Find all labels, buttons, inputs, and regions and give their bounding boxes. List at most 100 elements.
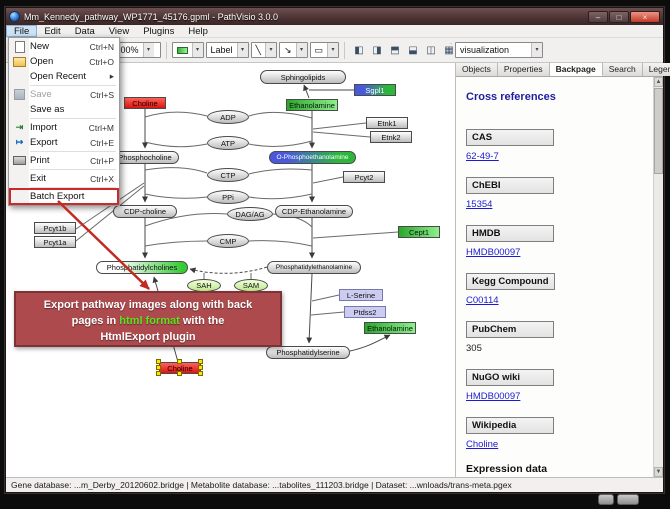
window-title: Mm_Kennedy_pathway_WP1771_45176.gpml - P…	[24, 11, 278, 22]
pathway-node-pcyt2[interactable]: Pcyt2	[343, 171, 385, 183]
tab-backpage[interactable]: Backpage	[549, 63, 603, 76]
menu-edit[interactable]: Edit	[44, 26, 61, 37]
titlebar[interactable]: Mm_Kennedy_pathway_WP1771_45176.gpml - P…	[6, 8, 663, 25]
xref-link[interactable]: 15354	[466, 199, 493, 210]
xref-link[interactable]: HMDB00097	[466, 391, 521, 402]
chevron-down-icon[interactable]: ▾	[531, 43, 542, 57]
menu-data[interactable]: Data	[74, 26, 95, 37]
scroll-down-icon[interactable]: ▼	[654, 467, 663, 477]
pathway-node-etnk2[interactable]: Etnk2	[370, 131, 412, 143]
maximize-button[interactable]: □	[609, 10, 629, 23]
chevron-down-icon[interactable]: ▾	[295, 43, 307, 57]
pathway-node-pcyt1b[interactable]: Pcyt1b	[34, 222, 76, 234]
pathway-node-phosphatidylcholines[interactable]: Phosphatidylcholines	[96, 261, 188, 274]
pathway-node-ctp[interactable]: CTP	[207, 168, 249, 182]
tab-objects[interactable]: Objects	[456, 63, 498, 76]
align-button-4[interactable]: ⬓	[408, 44, 418, 56]
toolbar-grip[interactable]: ⋮⋮	[447, 42, 462, 51]
pathway-node-sphingolipids[interactable]: Sphingolipids	[260, 70, 346, 84]
pathway-node-adp[interactable]: ADP	[207, 110, 249, 124]
menu-help[interactable]: Help	[188, 26, 208, 37]
zoom-combobox[interactable]: 100% ▾	[110, 42, 161, 58]
chevron-down-icon[interactable]: ▾	[264, 43, 276, 57]
chevron-down-icon[interactable]: ▾	[327, 43, 339, 57]
chevron-down-icon[interactable]: ▾	[191, 43, 203, 57]
chevron-down-icon[interactable]: ▾	[142, 43, 154, 57]
selection-handle[interactable]	[156, 365, 161, 370]
xref-link[interactable]: C00114	[466, 295, 499, 306]
line-tool-dropdown[interactable]: ╲ ▾	[250, 42, 277, 58]
selection-handle[interactable]	[156, 371, 161, 376]
pathway-node-cmp[interactable]: CMP	[207, 234, 249, 248]
selection-handle[interactable]	[198, 365, 203, 370]
file-menu-item-label: Export	[30, 137, 58, 148]
pathway-node-sgpl1[interactable]: Sgpl1	[354, 84, 396, 96]
pathway-node-cdp-choline[interactable]: CDP-choline	[113, 205, 177, 218]
file-menu-item-open-recent[interactable]: Open Recent▸	[10, 69, 118, 84]
align-button-2[interactable]: ◨	[372, 44, 382, 56]
selection-handle[interactable]	[156, 359, 161, 364]
tab-properties[interactable]: Properties	[497, 63, 550, 76]
close-button[interactable]: ×	[630, 10, 660, 23]
xref-link[interactable]: Choline	[466, 439, 499, 450]
pathway-node-cept1[interactable]: Cept1	[398, 226, 440, 238]
selection-handle[interactable]	[198, 359, 203, 364]
scroll-up-icon[interactable]: ▲	[654, 77, 663, 87]
menu-file[interactable]: File	[6, 25, 38, 37]
file-menu-item-batch-export[interactable]: Batch Export	[9, 188, 119, 205]
xref-link[interactable]: HMDB00097	[466, 247, 521, 258]
align-button-5[interactable]: ◫	[426, 44, 436, 56]
label-tool-dropdown[interactable]: Label ▾	[205, 42, 249, 58]
align-button-3[interactable]: ⬒	[390, 44, 400, 56]
pathway-node-dag-ag[interactable]: DAG/AG	[227, 207, 273, 221]
shape-tool-dropdown[interactable]: ▭ ▾	[309, 42, 340, 58]
xref-link[interactable]: 62-49-7	[466, 151, 499, 162]
xref-source-label: Wikipedia	[466, 417, 554, 434]
menu-plugins[interactable]: Plugins	[143, 26, 175, 37]
align-button-1[interactable]: ◧	[354, 44, 364, 56]
pathway-node-atp[interactable]: ATP	[207, 136, 249, 150]
minimize-button[interactable]: –	[588, 10, 608, 23]
frame-button-2[interactable]	[617, 494, 639, 505]
frame-button-1[interactable]	[598, 494, 614, 505]
arrow-tool-dropdown[interactable]: ↘ ▾	[278, 42, 308, 58]
pathway-node-pcyt1a[interactable]: Pcyt1a	[34, 236, 76, 248]
pathway-node-phosphocholine[interactable]: Phosphocholine	[111, 151, 179, 164]
pathway-node-ppi[interactable]: PPi	[207, 190, 249, 204]
pathway-node-phosphatidylserine[interactable]: Phosphatidylserine	[266, 346, 350, 359]
shortcut-label: Ctrl+P	[90, 155, 114, 166]
pathway-node-l-serine[interactable]: L-Serine	[339, 289, 383, 301]
tab-legend[interactable]: Legend	[642, 63, 670, 76]
selection-handle[interactable]	[198, 371, 203, 376]
selection-handle[interactable]	[177, 359, 182, 364]
pathway-node-ethanolamine[interactable]: Ethanolamine	[364, 322, 416, 334]
selection-handle[interactable]	[177, 371, 182, 376]
pathway-node-cdp-ethanolamine[interactable]: CDP-Ethanolamine	[275, 205, 353, 218]
pathway-node-o-phosphoethanolamine[interactable]: O-Phosphoethanolamine	[269, 151, 356, 164]
backpage-scrollbar[interactable]: ▲ ▼	[653, 77, 663, 477]
scrollbar-thumb[interactable]	[654, 88, 663, 174]
align-button-6[interactable]: ▦	[444, 44, 454, 56]
pathway-node-etnk1[interactable]: Etnk1	[366, 117, 408, 129]
visualization-dropdown[interactable]: visualization ▾	[455, 42, 543, 58]
import-icon: ⇥	[15, 122, 24, 132]
tab-search[interactable]: Search	[602, 63, 643, 76]
pathway-node-choline[interactable]: Choline	[124, 97, 166, 109]
menu-view[interactable]: View	[108, 26, 130, 37]
chevron-down-icon[interactable]: ▾	[236, 43, 248, 57]
datanode-type-dropdown[interactable]: ▾	[171, 42, 204, 58]
pathway-node-ethanolamine[interactable]: Ethanolamine	[286, 99, 338, 111]
pathway-node-phosphatidylethanolamine[interactable]: Phosphatidylethanolamine	[267, 261, 361, 274]
shortcut-label: Ctrl+S	[90, 89, 114, 100]
file-menu-item-save-as[interactable]: Save as	[10, 102, 118, 117]
pathway-node-ptdss2[interactable]: Ptdss2	[344, 306, 386, 318]
pathway-node-sah[interactable]: SAH	[187, 279, 221, 292]
